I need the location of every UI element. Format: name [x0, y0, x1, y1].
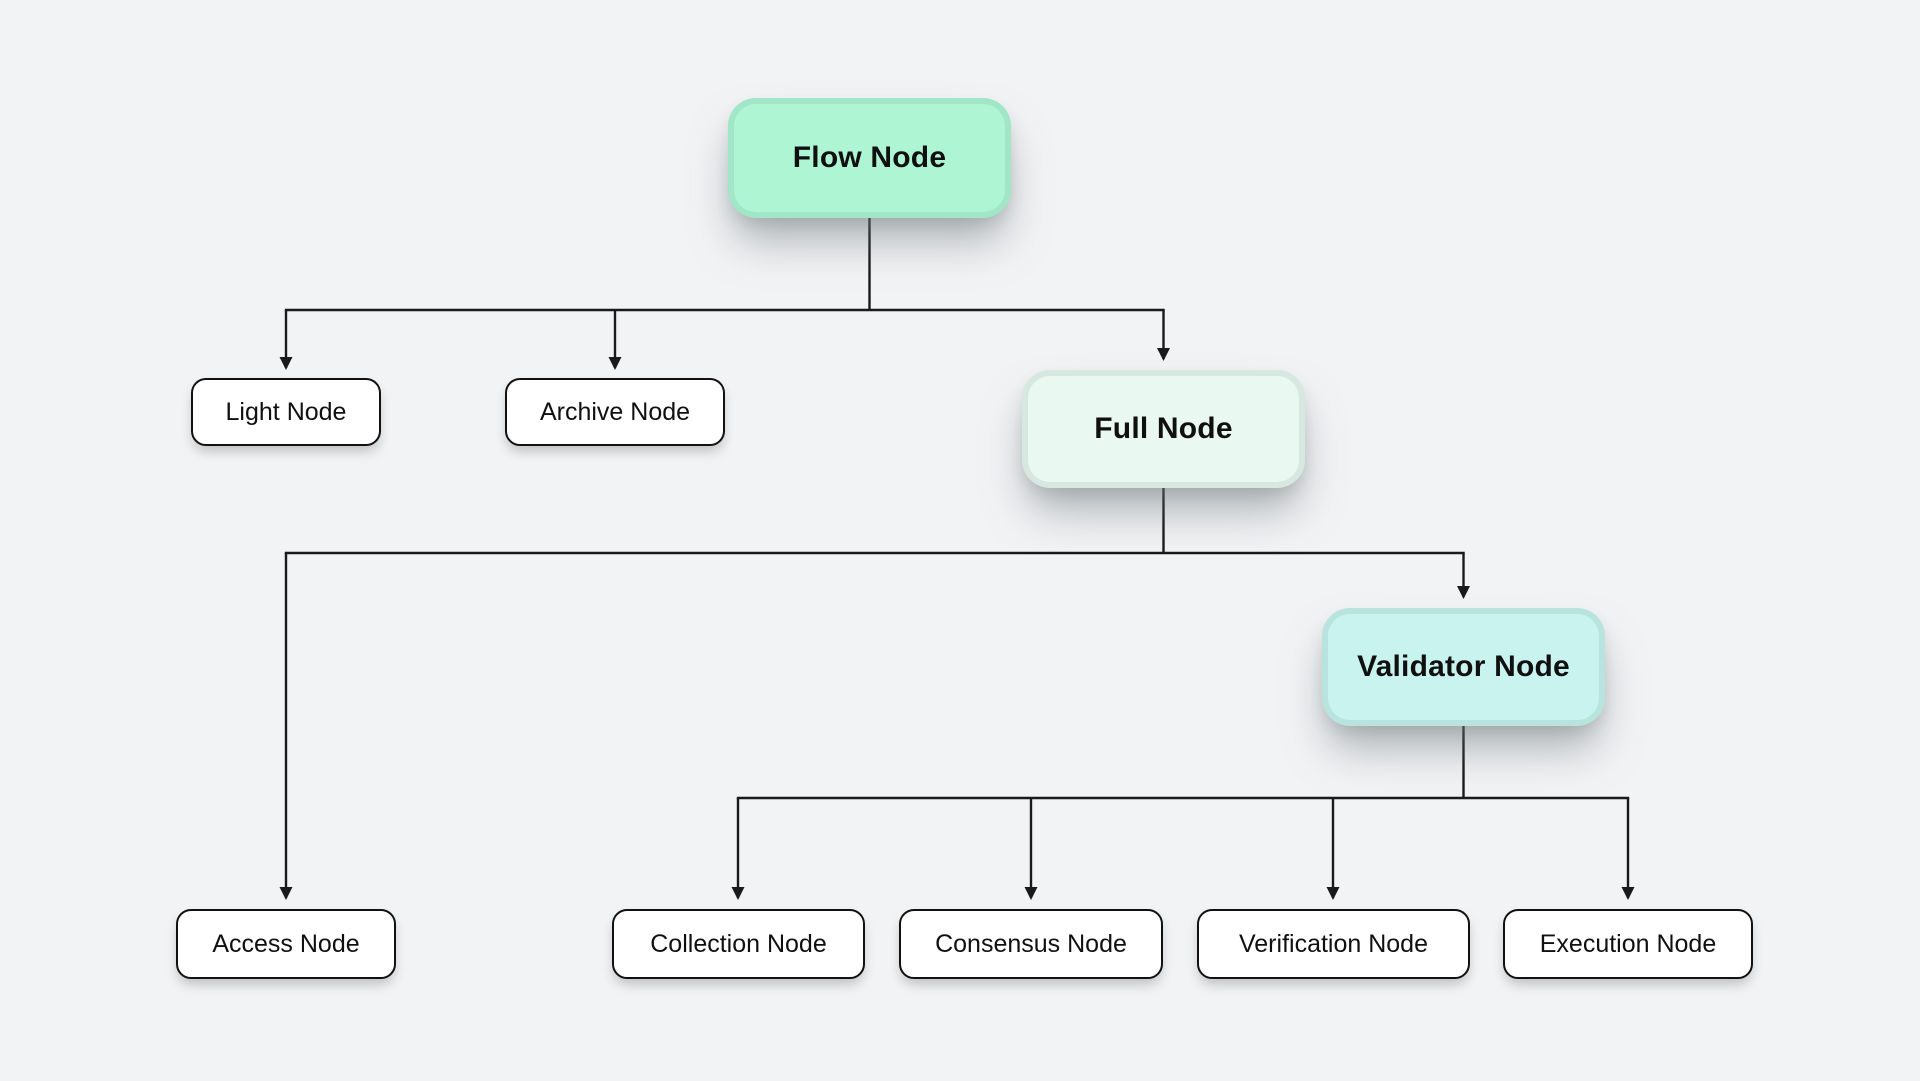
diagram-node-collection: Collection Node [612, 909, 865, 979]
diagram-node-verification: Verification Node [1197, 909, 1470, 979]
node-label-full: Full Node [1094, 412, 1233, 445]
node-label-flow: Flow Node [792, 141, 947, 174]
node-label-access: Access Node [212, 929, 360, 958]
diagram-node-validator: Validator Node [1322, 608, 1605, 726]
node-label-execution: Execution Node [1539, 929, 1717, 958]
diagram-node-full: Full Node [1022, 370, 1305, 488]
node-label-archive: Archive Node [539, 397, 691, 426]
diagram-node-flow: Flow Node [728, 98, 1011, 218]
node-label-validator: Validator Node [1357, 650, 1570, 683]
node-label-light: Light Node [225, 397, 347, 426]
diagram-node-consensus: Consensus Node [899, 909, 1163, 979]
node-label-collection: Collection Node [650, 929, 827, 958]
node-label-consensus: Consensus Node [935, 929, 1127, 958]
node-label-verification: Verification Node [1238, 929, 1428, 958]
diagram-node-archive: Archive Node [505, 378, 725, 446]
diagram-node-access: Access Node [176, 909, 396, 979]
diagram-node-execution: Execution Node [1503, 909, 1753, 979]
diagram-node-light: Light Node [191, 378, 381, 446]
